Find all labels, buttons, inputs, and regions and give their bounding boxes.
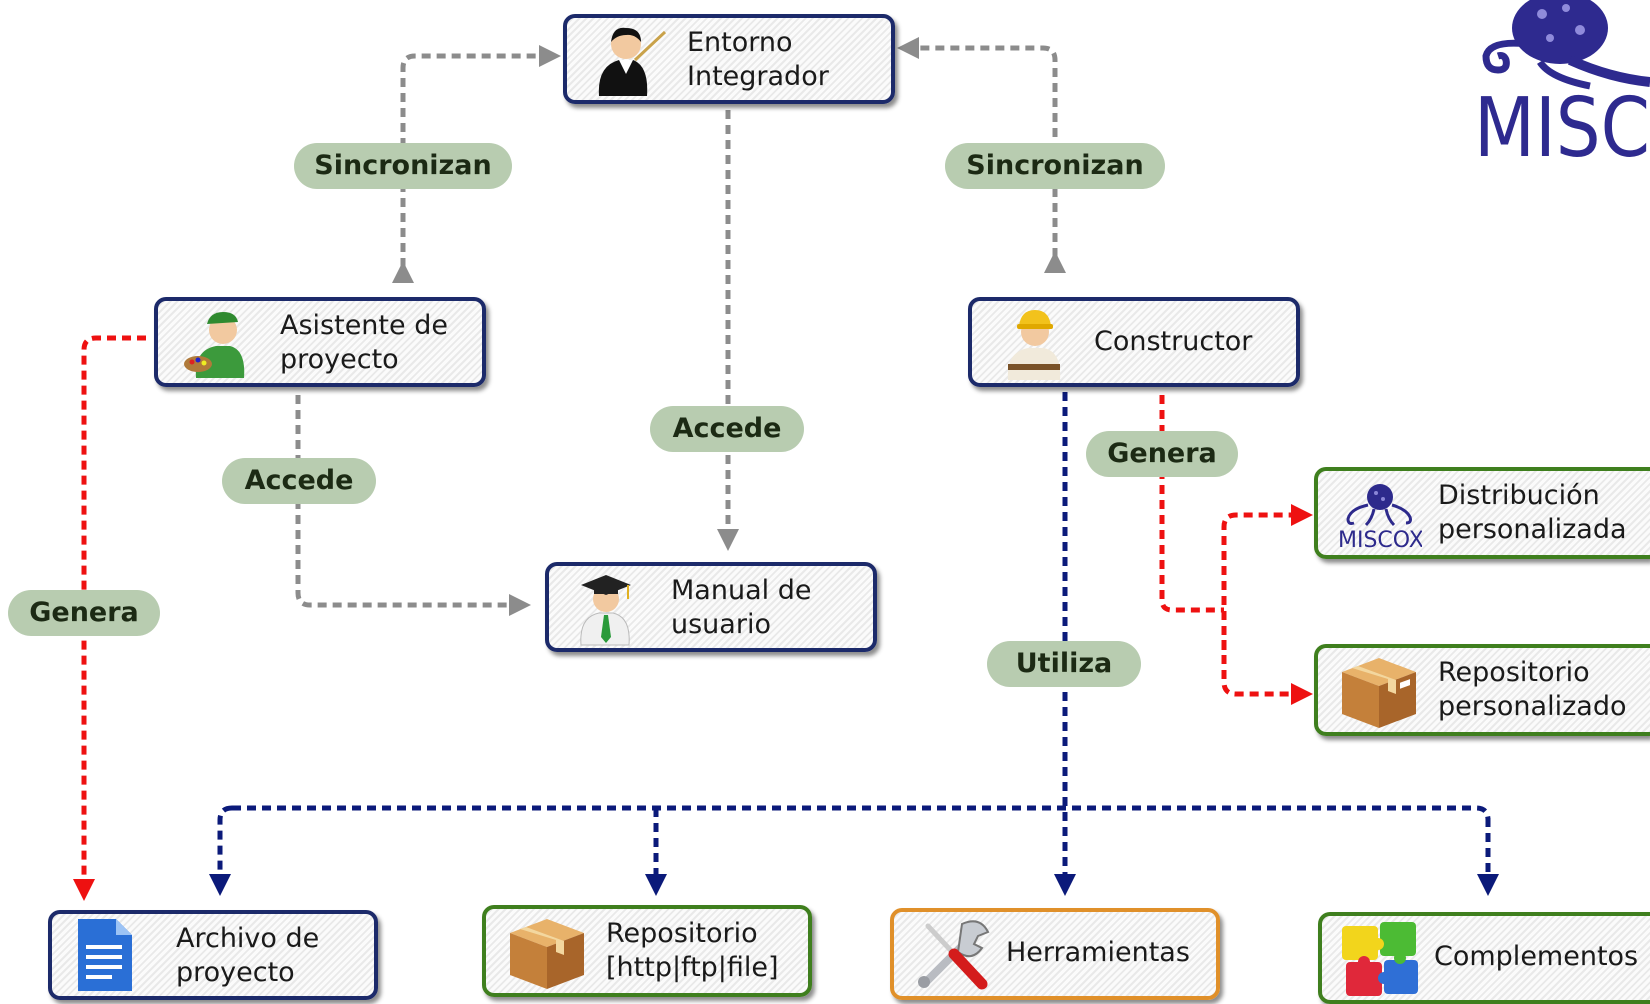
node-label: Repositorio [http|ftp|file] [606,918,779,983]
node-constructor[interactable]: Constructor [968,297,1300,387]
teacher-icon [598,27,667,96]
edge-genera-distribucion [1221,504,1313,650]
edge-asistente-archivo [73,335,146,901]
document-icon [78,919,132,991]
edge-genera-repositorio [1221,640,1313,705]
node-archivo-proyecto[interactable]: Archivo de proyecto [48,910,378,1000]
edge-constructor-genera [1159,395,1224,613]
edge-label-sincronizan-right: Sincronizan [945,143,1165,189]
node-repositorio-personalizado[interactable]: Repositorio personalizado [1314,644,1650,736]
edge-constructor-entorno [897,37,1066,273]
edge-label-accede-center: Accede [650,406,804,452]
octopus-logo-icon: MISC [1474,0,1650,165]
builder-icon [1007,310,1061,380]
edge-label-utiliza: Utiliza [987,641,1141,687]
node-asistente-proyecto[interactable]: Asistente de proyecto [154,297,486,387]
node-label: Constructor [1094,326,1253,357]
node-repositorio-http[interactable]: Repositorio [http|ftp|file] [482,905,812,997]
graduate-icon [580,575,631,646]
box-icon [510,919,584,989]
edge-bus-archivo [209,805,233,896]
tools-icon [918,920,990,990]
node-manual-usuario[interactable]: Manual de usuario [545,562,877,652]
node-complementos[interactable]: Complementos [1318,912,1650,1004]
svg-text:MISCOX: MISCOX [1338,528,1422,551]
node-entorno-integrador[interactable]: Entorno Integrador [563,14,895,104]
node-label: Asistente de proyecto [280,310,448,375]
edge-label-accede-left: Accede [222,458,376,504]
edge-label-sincronizan-left: Sincronizan [294,143,512,189]
edge-label-genera-left: Genera [8,590,160,636]
node-label: Repositorio personalizado [1438,657,1627,722]
painter-icon [184,312,245,378]
box-icon [1342,658,1416,728]
edge-utiliza-bus [232,805,1491,821]
puzzle-icon [1342,922,1418,996]
node-distribucion-personalizada[interactable]: MISCOX Distribución personalizada [1314,467,1650,559]
node-label: Distribución personalizada [1438,480,1627,545]
node-herramientas[interactable]: Herramientas [890,908,1220,1000]
node-label: Manual de usuario [671,575,812,640]
miscox-logo-icon: MISCOX [1338,484,1422,551]
edge-asistente-manual [295,395,531,616]
node-label: Archivo de proyecto [176,923,320,988]
edge-asistente-entorno [392,45,561,283]
logo-text: MISC [1474,81,1650,165]
node-label: Complementos [1434,941,1639,972]
node-label: Entorno Integrador [687,27,829,92]
edge-label-genera-right: Genera [1086,431,1238,477]
node-label: Herramientas [1006,937,1190,968]
